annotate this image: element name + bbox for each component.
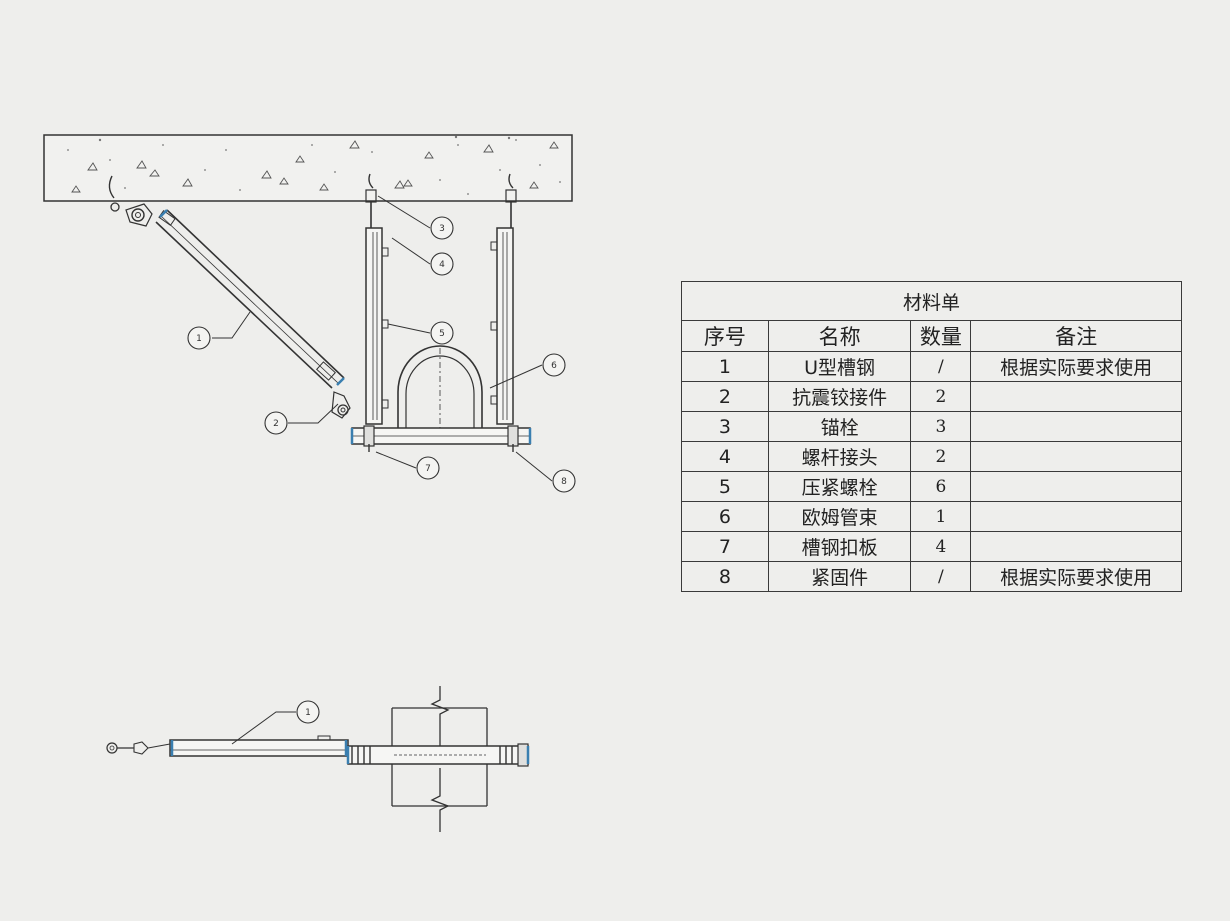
cell-note: 根据实际要求使用 bbox=[970, 351, 1182, 382]
cell-no: 1 bbox=[681, 351, 769, 382]
cell-no: 6 bbox=[681, 501, 769, 532]
cell-note bbox=[970, 531, 1182, 562]
table-row: 5 压紧螺栓 6 bbox=[681, 471, 1182, 502]
concrete-slab bbox=[43, 134, 573, 202]
cell-name: 压紧螺栓 bbox=[767, 471, 912, 502]
cell-no: 8 bbox=[681, 561, 769, 592]
cell-qty: / bbox=[910, 351, 972, 382]
table-header-row: 序号 名称 数量 备注 bbox=[681, 320, 1182, 352]
callout-6: 6 bbox=[542, 353, 566, 377]
cell-name: 抗震铰接件 bbox=[767, 381, 912, 412]
callout-7: 7 bbox=[416, 456, 440, 480]
table-title: 材料单 bbox=[681, 281, 1182, 321]
leader-lines bbox=[212, 195, 553, 482]
table-row: 1 U型槽钢 / 根据实际要求使用 bbox=[681, 351, 1182, 382]
svg-text:2: 2 bbox=[273, 419, 279, 429]
cell-name: 锚栓 bbox=[767, 411, 912, 442]
cell-qty: 2 bbox=[910, 441, 972, 472]
svg-text:6: 6 bbox=[551, 361, 557, 371]
cell-no: 4 bbox=[681, 441, 769, 472]
cell-note bbox=[970, 471, 1182, 502]
header-qty: 数量 bbox=[910, 320, 972, 352]
svg-text:1: 1 bbox=[305, 708, 311, 718]
plan-brace bbox=[106, 735, 349, 757]
svg-text:7: 7 bbox=[425, 464, 431, 474]
cell-note bbox=[970, 441, 1182, 472]
cell-qty: 6 bbox=[910, 471, 972, 502]
svg-text:4: 4 bbox=[439, 260, 445, 270]
table-row: 6 欧姆管束 1 bbox=[681, 501, 1182, 532]
cell-note: 根据实际要求使用 bbox=[970, 561, 1182, 592]
cell-name: 螺杆接头 bbox=[767, 441, 912, 472]
base-channel bbox=[350, 425, 532, 452]
cell-note bbox=[970, 381, 1182, 412]
svg-text:5: 5 bbox=[439, 329, 445, 339]
cell-note bbox=[970, 501, 1182, 532]
svg-text:8: 8 bbox=[561, 477, 567, 487]
cell-name: 欧姆管束 bbox=[767, 501, 912, 532]
cell-qty: 2 bbox=[910, 381, 972, 412]
cell-qty: / bbox=[910, 561, 972, 592]
cell-qty: 3 bbox=[910, 411, 972, 442]
svg-text:3: 3 bbox=[439, 224, 445, 234]
cell-qty: 4 bbox=[910, 531, 972, 562]
cell-no: 5 bbox=[681, 471, 769, 502]
plan-callout-1: 1 bbox=[296, 700, 320, 724]
header-name: 名称 bbox=[767, 320, 912, 352]
table-row: 8 紧固件 / 根据实际要求使用 bbox=[681, 561, 1182, 592]
header-note: 备注 bbox=[970, 320, 1182, 352]
cell-qty: 1 bbox=[910, 501, 972, 532]
table-row: 2 抗震铰接件 2 bbox=[681, 381, 1182, 412]
plan-channel bbox=[346, 743, 530, 767]
cell-no: 7 bbox=[681, 531, 769, 562]
callout-2: 2 bbox=[264, 411, 288, 435]
table-title-row: 材料单 bbox=[681, 281, 1182, 321]
hanger-left bbox=[365, 173, 389, 425]
cell-name: 槽钢扣板 bbox=[767, 531, 912, 562]
cell-name: 紧固件 bbox=[767, 561, 912, 592]
table-row: 3 锚栓 3 bbox=[681, 411, 1182, 442]
cell-name: U型槽钢 bbox=[767, 351, 912, 382]
hanger-right bbox=[490, 173, 517, 425]
svg-text:1: 1 bbox=[196, 334, 202, 344]
callout-1: 1 bbox=[187, 326, 211, 350]
callout-4: 4 bbox=[430, 252, 454, 276]
callout-3: 3 bbox=[430, 216, 454, 240]
cell-no: 3 bbox=[681, 411, 769, 442]
cell-no: 2 bbox=[681, 381, 769, 412]
table-row: 7 槽钢扣板 4 bbox=[681, 531, 1182, 562]
header-no: 序号 bbox=[681, 320, 769, 352]
diagonal-brace bbox=[108, 175, 351, 419]
callout-5: 5 bbox=[430, 321, 454, 345]
plan-leader-line bbox=[231, 711, 296, 745]
material-table: 材料单 序号 名称 数量 备注 1 U型槽钢 / 根据实际要求使用 2 抗震铰接… bbox=[681, 281, 1182, 592]
callout-8: 8 bbox=[552, 469, 576, 493]
cell-note bbox=[970, 411, 1182, 442]
table-row: 4 螺杆接头 2 bbox=[681, 441, 1182, 472]
omega-pipe-clamp bbox=[397, 345, 483, 432]
